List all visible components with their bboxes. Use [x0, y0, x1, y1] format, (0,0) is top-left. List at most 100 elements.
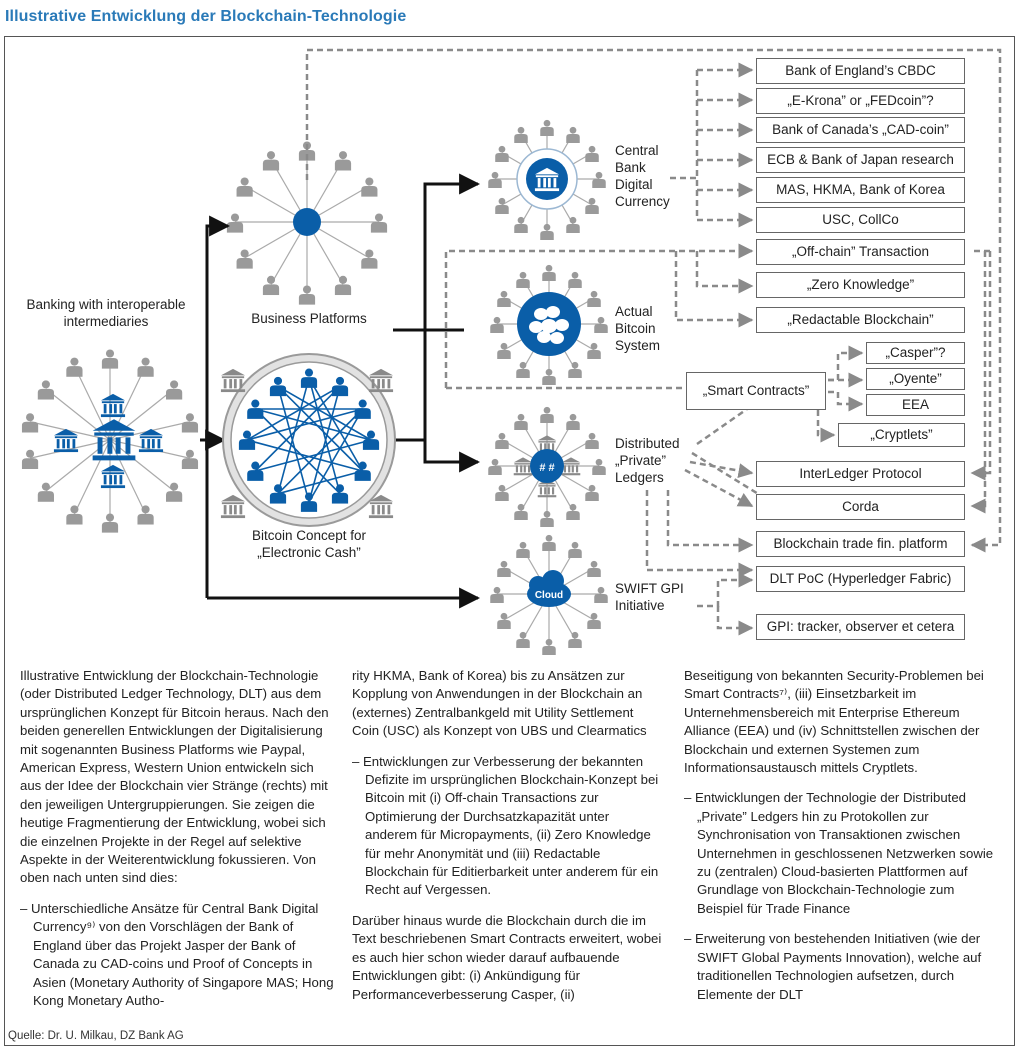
box-mas-hkma: MAS, HKMA, Bank of Korea	[756, 177, 965, 203]
main-arrows	[200, 173, 481, 609]
person-icon	[540, 510, 554, 527]
box-casper: „Casper”?	[866, 342, 965, 364]
person-icon	[101, 349, 119, 369]
mesh-link	[254, 408, 341, 495]
mesh-link	[277, 385, 372, 441]
person-icon	[361, 177, 378, 197]
box-interledger: InterLedger Protocol	[756, 461, 965, 487]
col3-paragraph-2: – Entwicklungen der Technologie der Dist…	[684, 790, 994, 916]
person-icon	[516, 361, 530, 379]
person-icon	[262, 151, 280, 171]
col1-paragraph-1: Illustrative Entwicklung der Blockchain-…	[20, 668, 329, 886]
person-icon	[566, 413, 580, 430]
person-icon	[514, 216, 528, 234]
source-credit: Quelle: Dr. U. Milkau, DZ Bank AG	[8, 1030, 184, 1042]
person-icon	[495, 197, 509, 214]
person-icon	[585, 432, 599, 449]
person-icon	[542, 264, 556, 281]
page-title: Illustrative Entwicklung der Blockchain-…	[5, 8, 407, 25]
svg-text:Cloud: Cloud	[535, 590, 563, 601]
person-icon	[497, 342, 511, 359]
person-icon	[542, 534, 556, 551]
person-icon	[488, 458, 502, 475]
person-icon	[516, 631, 530, 649]
mesh-link	[277, 377, 310, 494]
person-icon	[181, 413, 199, 433]
actual-bitcoin-hub	[517, 292, 581, 356]
col2-paragraph-1: rity HKMA, Bank of Korea) bis zu Ansätze…	[352, 668, 647, 739]
person-icon	[495, 432, 509, 449]
person-icon	[101, 513, 119, 533]
person-icon	[568, 361, 582, 379]
person-icon	[587, 342, 601, 359]
person-icon	[594, 316, 608, 333]
text-column-3: Beseitigung von bekannten Security-Probl…	[684, 667, 996, 1016]
person-icon	[542, 368, 556, 385]
banking-label: Banking with interoperable intermediarie…	[26, 297, 186, 329]
person-icon	[21, 413, 39, 433]
mesh-link	[246, 408, 363, 441]
person-icon	[516, 271, 530, 288]
person-icon	[166, 380, 183, 400]
mesh-link	[255, 408, 372, 441]
col2-paragraph-3: Darüber hinaus wurde die Blockchain durc…	[352, 912, 662, 1002]
swift-gpi-label: SWIFT GPI Initiative	[615, 581, 684, 613]
person-icon	[497, 290, 511, 307]
person-icon	[514, 503, 528, 521]
person-icon	[587, 560, 601, 577]
distributed-ledgers-label: Distributed „Private” Ledgers	[615, 436, 680, 485]
person-icon	[181, 449, 199, 470]
person-icon	[540, 223, 554, 240]
figure-frame	[4, 36, 1015, 1046]
person-icon	[514, 413, 528, 430]
mesh-link	[255, 439, 372, 472]
actual-bitcoin-label: Actual Bitcoin System	[615, 304, 661, 353]
person-icon	[370, 213, 388, 233]
box-boe-cbdc: Bank of England’s CBDC	[756, 58, 965, 84]
person-icon	[568, 631, 582, 649]
box-oyente: „Oyente”	[866, 368, 965, 390]
box-zero-knowledge: „Zero Knowledge”	[756, 272, 965, 298]
box-ecb-japan: ECB & Bank of Japan research	[756, 147, 965, 173]
person-icon	[540, 406, 554, 423]
person-icon	[540, 119, 554, 136]
mesh-link	[246, 385, 341, 441]
mesh-link	[254, 385, 341, 472]
person-icon	[334, 151, 352, 171]
person-icon	[490, 316, 504, 333]
person-icon	[361, 249, 378, 269]
person-icon	[587, 612, 601, 629]
person-icon	[21, 449, 39, 470]
person-icon	[137, 505, 154, 525]
person-icon	[514, 126, 528, 143]
text-column-1: Illustrative Entwicklung der Blockchain-…	[20, 667, 335, 1022]
box-smart-contracts: „Smart Contracts”	[686, 372, 826, 410]
person-icon	[542, 638, 556, 655]
person-icon	[585, 145, 599, 162]
mesh-link	[308, 377, 341, 494]
person-icon	[66, 505, 83, 525]
mesh-link	[277, 408, 364, 495]
box-dlt-poc: DLT PoC (Hyperledger Fabric)	[756, 566, 965, 592]
person-icon	[262, 275, 280, 296]
person-icon	[585, 197, 599, 214]
svg-text:# #: # #	[539, 462, 554, 474]
distributed-ledger-hub: # #	[513, 435, 581, 498]
box-usc-collco: USC, CollCo	[756, 207, 965, 233]
person-icon	[166, 482, 183, 502]
cbdc-label: Central Bank Digital Currency	[615, 143, 670, 209]
mesh-link	[277, 385, 364, 472]
person-icon	[488, 171, 502, 188]
text-column-2: rity HKMA, Bank of Korea) bis zu Ansätze…	[352, 667, 664, 1016]
col3-paragraph-3: – Erweiterung von bestehenden Initiative…	[684, 931, 982, 1002]
person-icon	[592, 171, 606, 188]
person-icon	[568, 271, 582, 288]
box-corda: Corda	[756, 494, 965, 520]
person-icon	[497, 560, 511, 577]
box-gpi-tracker: GPI: tracker, observer et cetera	[756, 614, 965, 640]
col1-paragraph-2: – Unterschiedliche Ansätze für Central B…	[20, 900, 334, 1008]
person-icon	[516, 541, 530, 558]
bitcoin-concept-label: Bitcoin Concept for „Electronic Cash”	[251, 528, 367, 560]
mesh-link	[308, 408, 364, 503]
person-icon	[568, 541, 582, 558]
